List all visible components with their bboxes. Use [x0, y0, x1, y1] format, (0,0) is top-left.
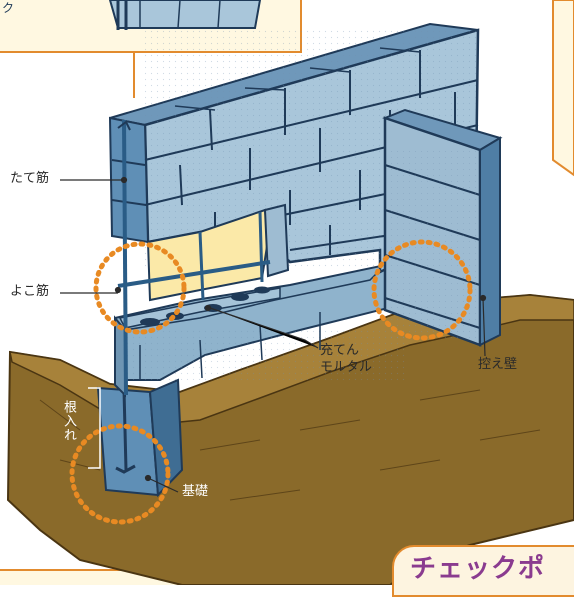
label-hikae-kabe: 控え壁 [478, 357, 518, 372]
highlight-circles [69, 239, 473, 525]
label-juten-line1: 充てん [320, 343, 360, 358]
cutaway-opening [117, 203, 290, 302]
label-neire: 根入れ [60, 400, 76, 442]
base-course [114, 256, 471, 398]
label-juten-line2: モルタル [320, 360, 373, 375]
label-tate-kin: たて筋 [10, 171, 50, 186]
label-kiso: 基礎 [182, 484, 209, 499]
label-leaders [60, 176, 487, 493]
checkpoint-title: チェックポ [410, 554, 546, 584]
foundation [96, 378, 184, 498]
buttress [382, 108, 503, 347]
label-yoko-kin: よこ筋 [10, 284, 50, 299]
top-right-callout [552, 0, 574, 177]
svg-text:ク: ク [2, 1, 14, 15]
vertical-rebar [117, 119, 131, 396]
